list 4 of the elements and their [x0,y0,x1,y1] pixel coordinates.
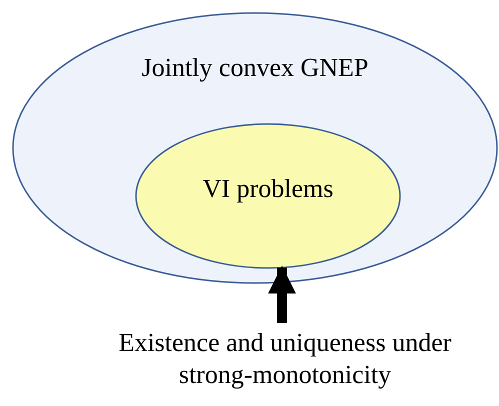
set-label: VI problems [202,173,334,205]
caption-text: Existence and uniqueness under strong-monotonicity [118,327,452,391]
set-label: Jointly convex GNEP [140,52,370,84]
arrow [268,266,296,323]
